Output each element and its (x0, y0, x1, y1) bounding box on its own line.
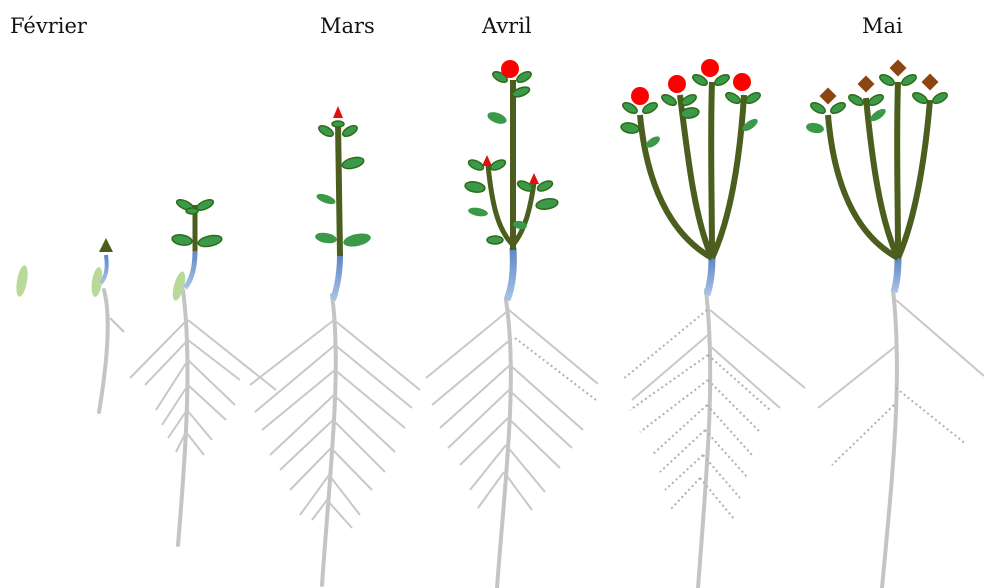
flower (631, 87, 649, 105)
primary-root (497, 300, 511, 588)
leaf (535, 197, 558, 211)
dead-root (515, 338, 596, 400)
leaf (467, 206, 488, 217)
leaf (724, 91, 742, 106)
leaf (931, 91, 949, 106)
hypocotyl (333, 255, 340, 300)
hypocotyl (707, 258, 712, 295)
leaf (536, 179, 554, 193)
leaf (878, 73, 896, 88)
dead-lateral-roots (832, 388, 966, 465)
leaf (486, 110, 508, 126)
hypocotyl (507, 248, 513, 300)
stage-germination (90, 238, 124, 412)
lateral-root (110, 318, 124, 332)
leaf (620, 122, 639, 135)
leaf (660, 93, 678, 108)
flower-bud (529, 173, 539, 184)
leaf (467, 158, 485, 172)
leaf (867, 93, 885, 108)
hypocotyl (894, 258, 898, 292)
leaf (809, 101, 827, 116)
branch (488, 165, 513, 245)
leaf (186, 208, 198, 214)
leaf (900, 73, 918, 88)
leaf (487, 236, 503, 244)
flower (733, 73, 751, 91)
flower (701, 59, 719, 77)
flower (668, 75, 686, 93)
primary-root (882, 290, 897, 588)
leaf (847, 93, 865, 108)
stem (338, 122, 340, 256)
leaf (744, 91, 762, 106)
leaf (332, 121, 344, 127)
fruit (890, 60, 907, 77)
stage-fruiting (805, 60, 984, 588)
lateral-roots (130, 320, 276, 455)
fruit (858, 76, 875, 93)
stage-flowering (620, 59, 805, 588)
primary-root (698, 290, 710, 588)
leaf (829, 101, 847, 116)
flower (501, 60, 519, 78)
leaf (805, 122, 824, 135)
leaf (197, 234, 223, 249)
stage-branching (426, 60, 598, 588)
leaf (171, 233, 192, 246)
growth-arrow-icon (99, 238, 113, 252)
fruit (922, 74, 939, 91)
leaf (342, 231, 372, 249)
stage-seedling (130, 198, 276, 545)
stage-seed (14, 264, 29, 297)
hypocotyl (185, 250, 195, 288)
fruit (820, 88, 837, 105)
leaf (315, 192, 337, 206)
flower-bud (482, 155, 492, 166)
leaf (464, 180, 485, 193)
hypocotyl (101, 255, 107, 283)
branch (513, 183, 534, 245)
leaf (489, 158, 507, 172)
seed (14, 264, 29, 297)
leaf (341, 155, 365, 170)
primary-root (322, 295, 336, 585)
flower-bud (333, 106, 343, 118)
leaf (911, 91, 929, 106)
leaf (314, 231, 337, 245)
stage-vegetative (250, 106, 420, 585)
lateral-roots (632, 310, 805, 408)
primary-root (99, 290, 108, 412)
